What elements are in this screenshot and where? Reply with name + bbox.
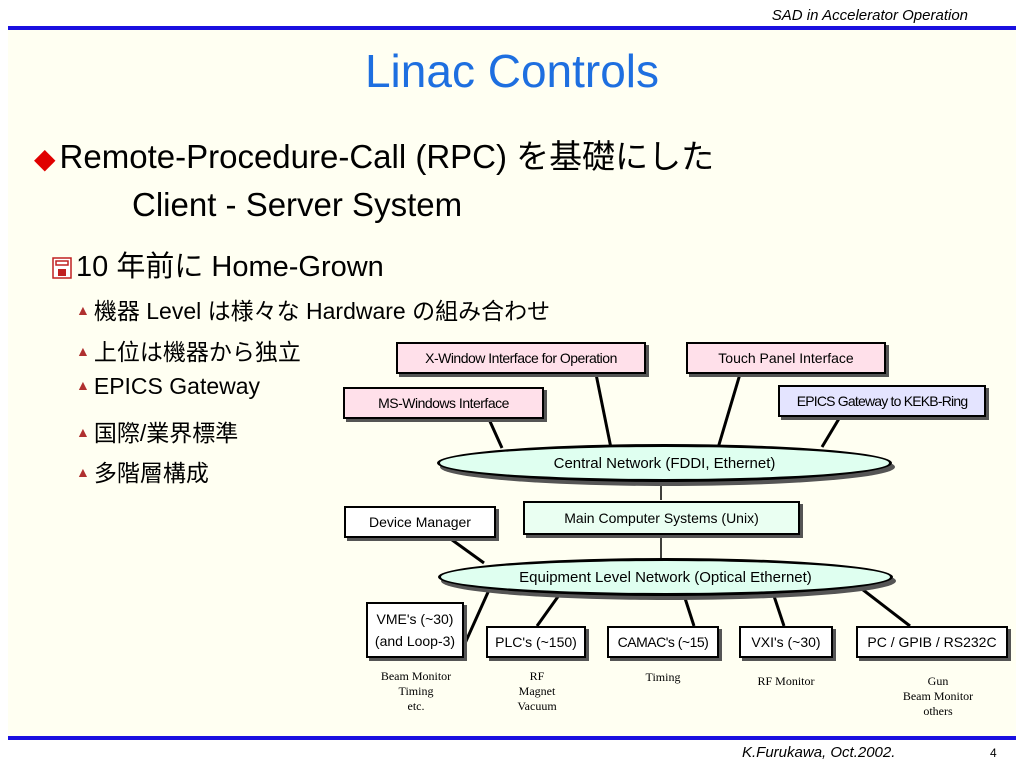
footer-author: K.Furukawa, Oct.2002.: [742, 744, 896, 761]
camac-box: CAMAC's (~15): [607, 626, 719, 658]
connector-line: [770, 589, 786, 627]
sub-bullet-text: 上位は機器から独立: [93, 339, 301, 365]
epics-gateway-box: EPICS Gateway to KEKB-Ring: [778, 385, 986, 417]
note-line: RF: [529, 669, 545, 683]
flag-bullet-icon: ▲: [76, 302, 90, 318]
sub-bullet: ▲EPICS Gateway: [76, 373, 260, 400]
note-line: Beam Monitor: [902, 689, 974, 703]
central-network-ellipse: Central Network (FDDI, Ethernet): [437, 444, 892, 482]
note-line: Timing: [398, 684, 434, 698]
sub-bullet: ▲多階層構成: [76, 454, 209, 488]
flag-bullet-icon: ▲: [76, 424, 90, 440]
pc-gpib-box: PC / GPIB / RS232C: [856, 626, 1008, 658]
connector-line: [535, 590, 564, 627]
bullet-2-text: 10 年前に Home-Grown: [76, 251, 384, 283]
flag-bullet-icon: ▲: [76, 343, 90, 359]
slide-title: Linac Controls: [364, 45, 660, 97]
main-computer-box: Main Computer Systems (Unix): [523, 501, 800, 535]
bullet-1-continuation: Client - Server System: [132, 186, 463, 223]
diamond-bullet-icon: ◆: [34, 143, 56, 174]
sub-bullet: ▲上位は機器から独立: [76, 333, 301, 367]
connector-line: [820, 416, 842, 448]
bullet-2: 10 年前に Home-Grown: [52, 243, 384, 285]
page-number: 4: [990, 746, 997, 760]
bullet-1: ◆Remote-Procedure-Call (RPC) を基礎にした: [34, 130, 714, 178]
vxi-box: VXI's (~30): [739, 626, 833, 658]
note-line: Magnet: [518, 684, 556, 698]
device-manager-box: Device Manager: [344, 506, 496, 538]
flag-bullet-icon: ▲: [76, 377, 90, 393]
sub-bullet: ▲国際/業界標準: [76, 414, 238, 448]
note-line: etc.: [407, 699, 425, 713]
plc-box: PLC's (~150): [486, 626, 586, 658]
connector-line: [486, 416, 504, 449]
bullet-1-text: Remote-Procedure-Call (RPC) を基礎にした: [59, 138, 715, 175]
note-line: others: [923, 704, 953, 718]
sub-bullet-text: 機器 Level は様々な Hardware の組み合わせ: [93, 298, 551, 324]
connector-line: [857, 584, 911, 628]
vme-box: VME's (~30) (and Loop-3): [366, 602, 464, 658]
flag-bullet-icon: ▲: [76, 464, 90, 480]
equipment-network-ellipse: Equipment Level Network (Optical Etherne…: [438, 558, 893, 596]
connector-line: [594, 373, 614, 454]
connector-line: [716, 373, 742, 449]
vme-label: VME's (~30): [376, 611, 454, 627]
vxi-note: RF Monitor: [740, 674, 832, 689]
camac-note: Timing: [623, 670, 703, 685]
note-line: Timing: [645, 670, 681, 684]
bottom-rule: [8, 736, 1016, 740]
ms-windows-box: MS-Windows Interface: [343, 387, 544, 419]
header-text: SAD in Accelerator Operation: [771, 7, 968, 24]
connector-line: [460, 589, 491, 651]
top-rule: [8, 26, 1016, 30]
note-line: Beam Monitor: [380, 669, 452, 683]
note-line: RF Monitor: [757, 674, 815, 688]
note-line: Vacuum: [517, 699, 557, 713]
note-line: Gun: [927, 674, 949, 688]
sub-bullet-text: 国際/業界標準: [93, 420, 239, 446]
plc-note: RF Magnet Vacuum: [497, 669, 577, 714]
vme-label-sub: (and Loop-3): [374, 633, 456, 649]
slide-background: [8, 27, 1016, 737]
document-bullet-icon: [52, 257, 72, 279]
sub-bullet-text: EPICS Gateway: [93, 373, 261, 399]
connector-line: [681, 591, 696, 627]
touch-panel-box: Touch Panel Interface: [686, 342, 886, 374]
sub-bullet-text: 多階層構成: [93, 460, 209, 486]
vme-note: Beam Monitor Timing etc.: [356, 669, 476, 714]
sub-bullet: ▲機器 Level は様々な Hardware の組み合わせ: [76, 292, 550, 326]
xwindow-interface-box: X-Window Interface for Operation: [396, 342, 646, 374]
connector-line: [447, 535, 485, 565]
pc-note: Gun Beam Monitor others: [884, 674, 992, 719]
